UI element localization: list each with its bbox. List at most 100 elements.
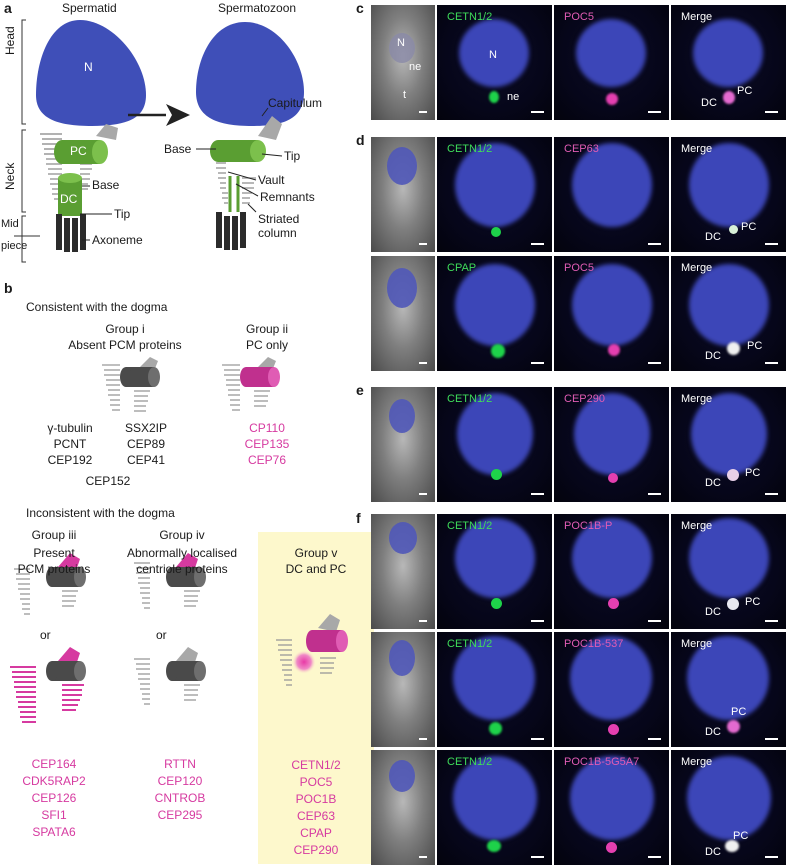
green-channel-label: CETN1/2 xyxy=(447,393,493,405)
nucleus-blob xyxy=(693,19,763,87)
scale-bar xyxy=(531,362,544,364)
pc-label: PC xyxy=(741,221,757,233)
magenta-spot xyxy=(606,842,617,853)
dc-label: DC xyxy=(705,350,721,362)
nucleus-blob xyxy=(453,756,537,840)
sperm-head xyxy=(389,33,415,63)
panel-c-magenta: POC5 xyxy=(554,5,669,120)
pc-label: PC xyxy=(747,340,763,352)
pc-label: PC xyxy=(737,85,753,97)
green-spot xyxy=(491,227,501,237)
group-v-item: POC5 xyxy=(299,775,333,789)
panel-f-label: f xyxy=(356,510,361,526)
scale-bar xyxy=(648,738,661,740)
group-iii-or: or xyxy=(40,628,51,642)
panel-e-brightfield xyxy=(371,387,435,502)
group-ii-sub: PC only xyxy=(245,338,289,352)
panel-c-brightfield: N ne t xyxy=(371,5,435,120)
group-iii-item: CEP164 xyxy=(31,757,77,771)
green-channel-label: CPAP xyxy=(447,262,477,274)
scale-bar xyxy=(531,620,544,622)
scale-bar xyxy=(648,620,661,622)
panel-f1-brightfield xyxy=(371,514,435,629)
capitulum-label: Capitulum xyxy=(268,96,323,110)
panel-e-magenta: CEP290 xyxy=(554,387,669,502)
panel-e-merge: Merge DC PC xyxy=(671,387,786,502)
panel-d2-green: CPAP xyxy=(437,256,552,371)
bf-t-label: t xyxy=(403,89,407,101)
panel-d2-merge: Merge DC PC xyxy=(671,256,786,371)
scale-bar xyxy=(419,111,427,113)
group-i-extra: CEP152 xyxy=(85,474,131,488)
nucleus-blob xyxy=(572,143,652,227)
panel-c-label: c xyxy=(356,0,364,16)
bf-ne-label: ne xyxy=(409,61,422,73)
magenta-channel-label: POC1B-5G5A7 xyxy=(564,756,640,768)
scale-bar xyxy=(648,362,661,364)
group-ii-icon xyxy=(222,357,280,411)
scale-bar xyxy=(765,243,778,245)
spermatid-dc-cylinder xyxy=(58,173,82,216)
scale-bar xyxy=(419,493,427,495)
scale-bar xyxy=(419,362,427,364)
scale-bar xyxy=(648,856,661,858)
panel-d1-brightfield xyxy=(371,137,435,252)
panel-d1-magenta: CEP63 xyxy=(554,137,669,252)
magenta-channel-label: POC1B-P xyxy=(564,520,613,532)
dc-label: DC xyxy=(705,726,721,738)
panel-a-label: a xyxy=(4,0,12,16)
group-v-item: CETN1/2 xyxy=(291,758,341,772)
nucleus-blob xyxy=(572,264,652,346)
group-v-item: POC1B xyxy=(295,792,337,806)
sperm-head xyxy=(387,147,417,185)
green-spot xyxy=(491,344,505,358)
green-channel-label: CETN1/2 xyxy=(447,11,493,23)
merge-label: Merge xyxy=(681,143,713,155)
panel-f1-green: CETN1/2 xyxy=(437,514,552,629)
group-iv-list: RTTN CEP120 CNTROB CEP295 xyxy=(130,756,230,824)
fl-ne-label: ne xyxy=(507,91,520,103)
scale-bar xyxy=(765,856,778,858)
group-i-item: PCNT xyxy=(53,437,87,451)
spermatid-nucleus-label: N xyxy=(84,60,93,74)
nucleus-blob xyxy=(689,264,769,346)
scale-bar xyxy=(648,243,661,245)
group-iii-sub1: Present xyxy=(33,546,75,560)
dc-label: DC xyxy=(701,97,717,109)
panel-b-icons xyxy=(10,357,280,723)
sperm-head xyxy=(389,640,415,676)
merge-spot xyxy=(727,720,740,733)
group-i-item: SSX2IP xyxy=(124,421,168,435)
magenta-channel-label: POC5 xyxy=(564,262,594,274)
group-v-item: CPAP xyxy=(300,826,332,840)
group-iv-icon-top xyxy=(134,553,206,609)
group-ii-item: CEP135 xyxy=(244,437,290,451)
dc-label: DC xyxy=(705,606,721,618)
group-iii-item: SFI1 xyxy=(41,808,67,822)
group-iii-icon-top xyxy=(14,553,86,615)
group-v-box xyxy=(258,532,374,864)
panel-c-merge: Merge DC PC xyxy=(671,5,786,120)
green-channel-label: CETN1/2 xyxy=(447,143,493,155)
panel-f2-merge: Merge DC PC xyxy=(671,632,786,747)
group-iii-item: CDK5RAP2 xyxy=(22,774,86,788)
group-iv-icon-bottom xyxy=(134,647,206,705)
panel-c-green: CETN1/2 N ne xyxy=(437,5,552,120)
spermatid-tip-label: Tip xyxy=(114,207,131,221)
group-v-sub: DC and PC xyxy=(285,562,347,576)
group-v-item: CEP63 xyxy=(296,809,336,823)
region-mid-label: Mid xyxy=(1,218,19,230)
inconsistent-title: Inconsistent with the dogma xyxy=(26,506,175,520)
panel-f3-green: CETN1/2 xyxy=(437,750,552,865)
region-head-label: Head xyxy=(3,26,17,55)
group-iv-item: CEP295 xyxy=(157,808,203,822)
group-ii-title: Group ii xyxy=(245,322,289,336)
nucleus-blob xyxy=(576,19,646,87)
scale-bar xyxy=(419,620,427,622)
group-iii-title: Group iii xyxy=(31,528,77,542)
spermatid-pc-cylinder xyxy=(54,140,108,164)
scale-bar xyxy=(648,493,661,495)
merge-label: Merge xyxy=(681,11,713,23)
striated-label: Striated xyxy=(258,212,300,226)
spermatozoon-pc-cylinder xyxy=(210,140,266,162)
